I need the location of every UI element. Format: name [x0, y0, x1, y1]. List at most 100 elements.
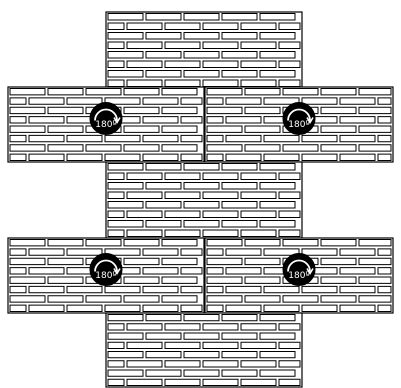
panel-center-bottom: [106, 313, 302, 387]
brick: [222, 333, 257, 339]
brick: [207, 296, 242, 302]
brick: [184, 333, 219, 339]
brick: [222, 33, 257, 40]
brick: [264, 135, 299, 141]
brick: [203, 211, 238, 218]
brick: [127, 342, 162, 348]
brick: [127, 23, 162, 30]
brick: [10, 89, 45, 95]
brick: [203, 61, 238, 68]
brick: [162, 145, 197, 151]
brick: [162, 89, 197, 95]
brick: [283, 145, 318, 151]
brick: [143, 268, 178, 274]
brick: [226, 135, 261, 141]
panel-right-lower: 180º: [205, 238, 393, 313]
brick: [340, 286, 375, 292]
brick: [48, 126, 83, 132]
brick: [127, 173, 162, 180]
brick: [222, 14, 257, 21]
brick: [378, 117, 391, 123]
brick: [245, 89, 280, 95]
brick: [48, 258, 83, 264]
brick: [146, 52, 181, 59]
brick: [165, 192, 200, 199]
brick: [105, 154, 140, 160]
brick: [10, 305, 26, 311]
brick: [10, 258, 45, 264]
brick: [146, 183, 181, 190]
brick: [10, 249, 26, 255]
brick: [108, 221, 143, 228]
brick: [10, 268, 26, 274]
brick: [143, 286, 178, 292]
brick: [378, 135, 391, 141]
brick: [146, 33, 181, 40]
brick: [264, 305, 299, 311]
brick: [162, 126, 197, 132]
brick: [143, 135, 178, 141]
brick: [241, 23, 276, 30]
brick: [203, 42, 238, 49]
brick: [207, 268, 223, 274]
brick: [108, 352, 143, 358]
brick: [105, 286, 140, 292]
brick: [302, 135, 337, 141]
brick: [226, 98, 261, 104]
brick: [241, 361, 276, 367]
brick: [181, 117, 202, 123]
brick: [10, 107, 45, 113]
brick: [143, 98, 178, 104]
brick: [260, 183, 295, 190]
brick: [279, 211, 300, 218]
brick: [143, 154, 178, 160]
brick: [124, 107, 159, 113]
brick: [108, 183, 143, 190]
brick: [86, 145, 121, 151]
brick: [279, 61, 300, 68]
brick: [321, 126, 356, 132]
brick: [245, 296, 280, 302]
brick: [226, 249, 261, 255]
brick: [146, 202, 181, 209]
brick: [321, 277, 356, 283]
brick: [108, 14, 143, 21]
brick: [245, 258, 280, 264]
brick: [127, 324, 162, 330]
brick: [67, 154, 102, 160]
brick: [359, 145, 391, 151]
brick: [127, 42, 162, 49]
brick: [279, 379, 300, 385]
brick: [207, 135, 223, 141]
brick: [222, 202, 257, 209]
brick: [127, 361, 162, 367]
brick: [340, 98, 375, 104]
brick: [378, 286, 391, 292]
brick: [260, 202, 295, 209]
brick: [29, 154, 64, 160]
brick: [302, 249, 337, 255]
brick: [321, 145, 356, 151]
brick: [207, 240, 242, 246]
brick: [10, 98, 26, 104]
brick: [222, 52, 257, 59]
brick: [181, 305, 202, 311]
brick: [184, 202, 219, 209]
brick: [86, 89, 121, 95]
brick: [226, 154, 261, 160]
brick: [165, 61, 200, 68]
brick: [127, 379, 162, 385]
brick: [260, 71, 295, 78]
brick: [184, 370, 219, 376]
brick: [162, 296, 197, 302]
brick: [67, 249, 102, 255]
brick: [181, 286, 202, 292]
brick: [29, 286, 64, 292]
brick: [165, 230, 200, 237]
rotate-180-icon: 180º: [90, 254, 122, 286]
brick: [279, 361, 300, 367]
brick: [184, 52, 219, 59]
brick: [184, 164, 219, 171]
brick: [260, 333, 295, 339]
